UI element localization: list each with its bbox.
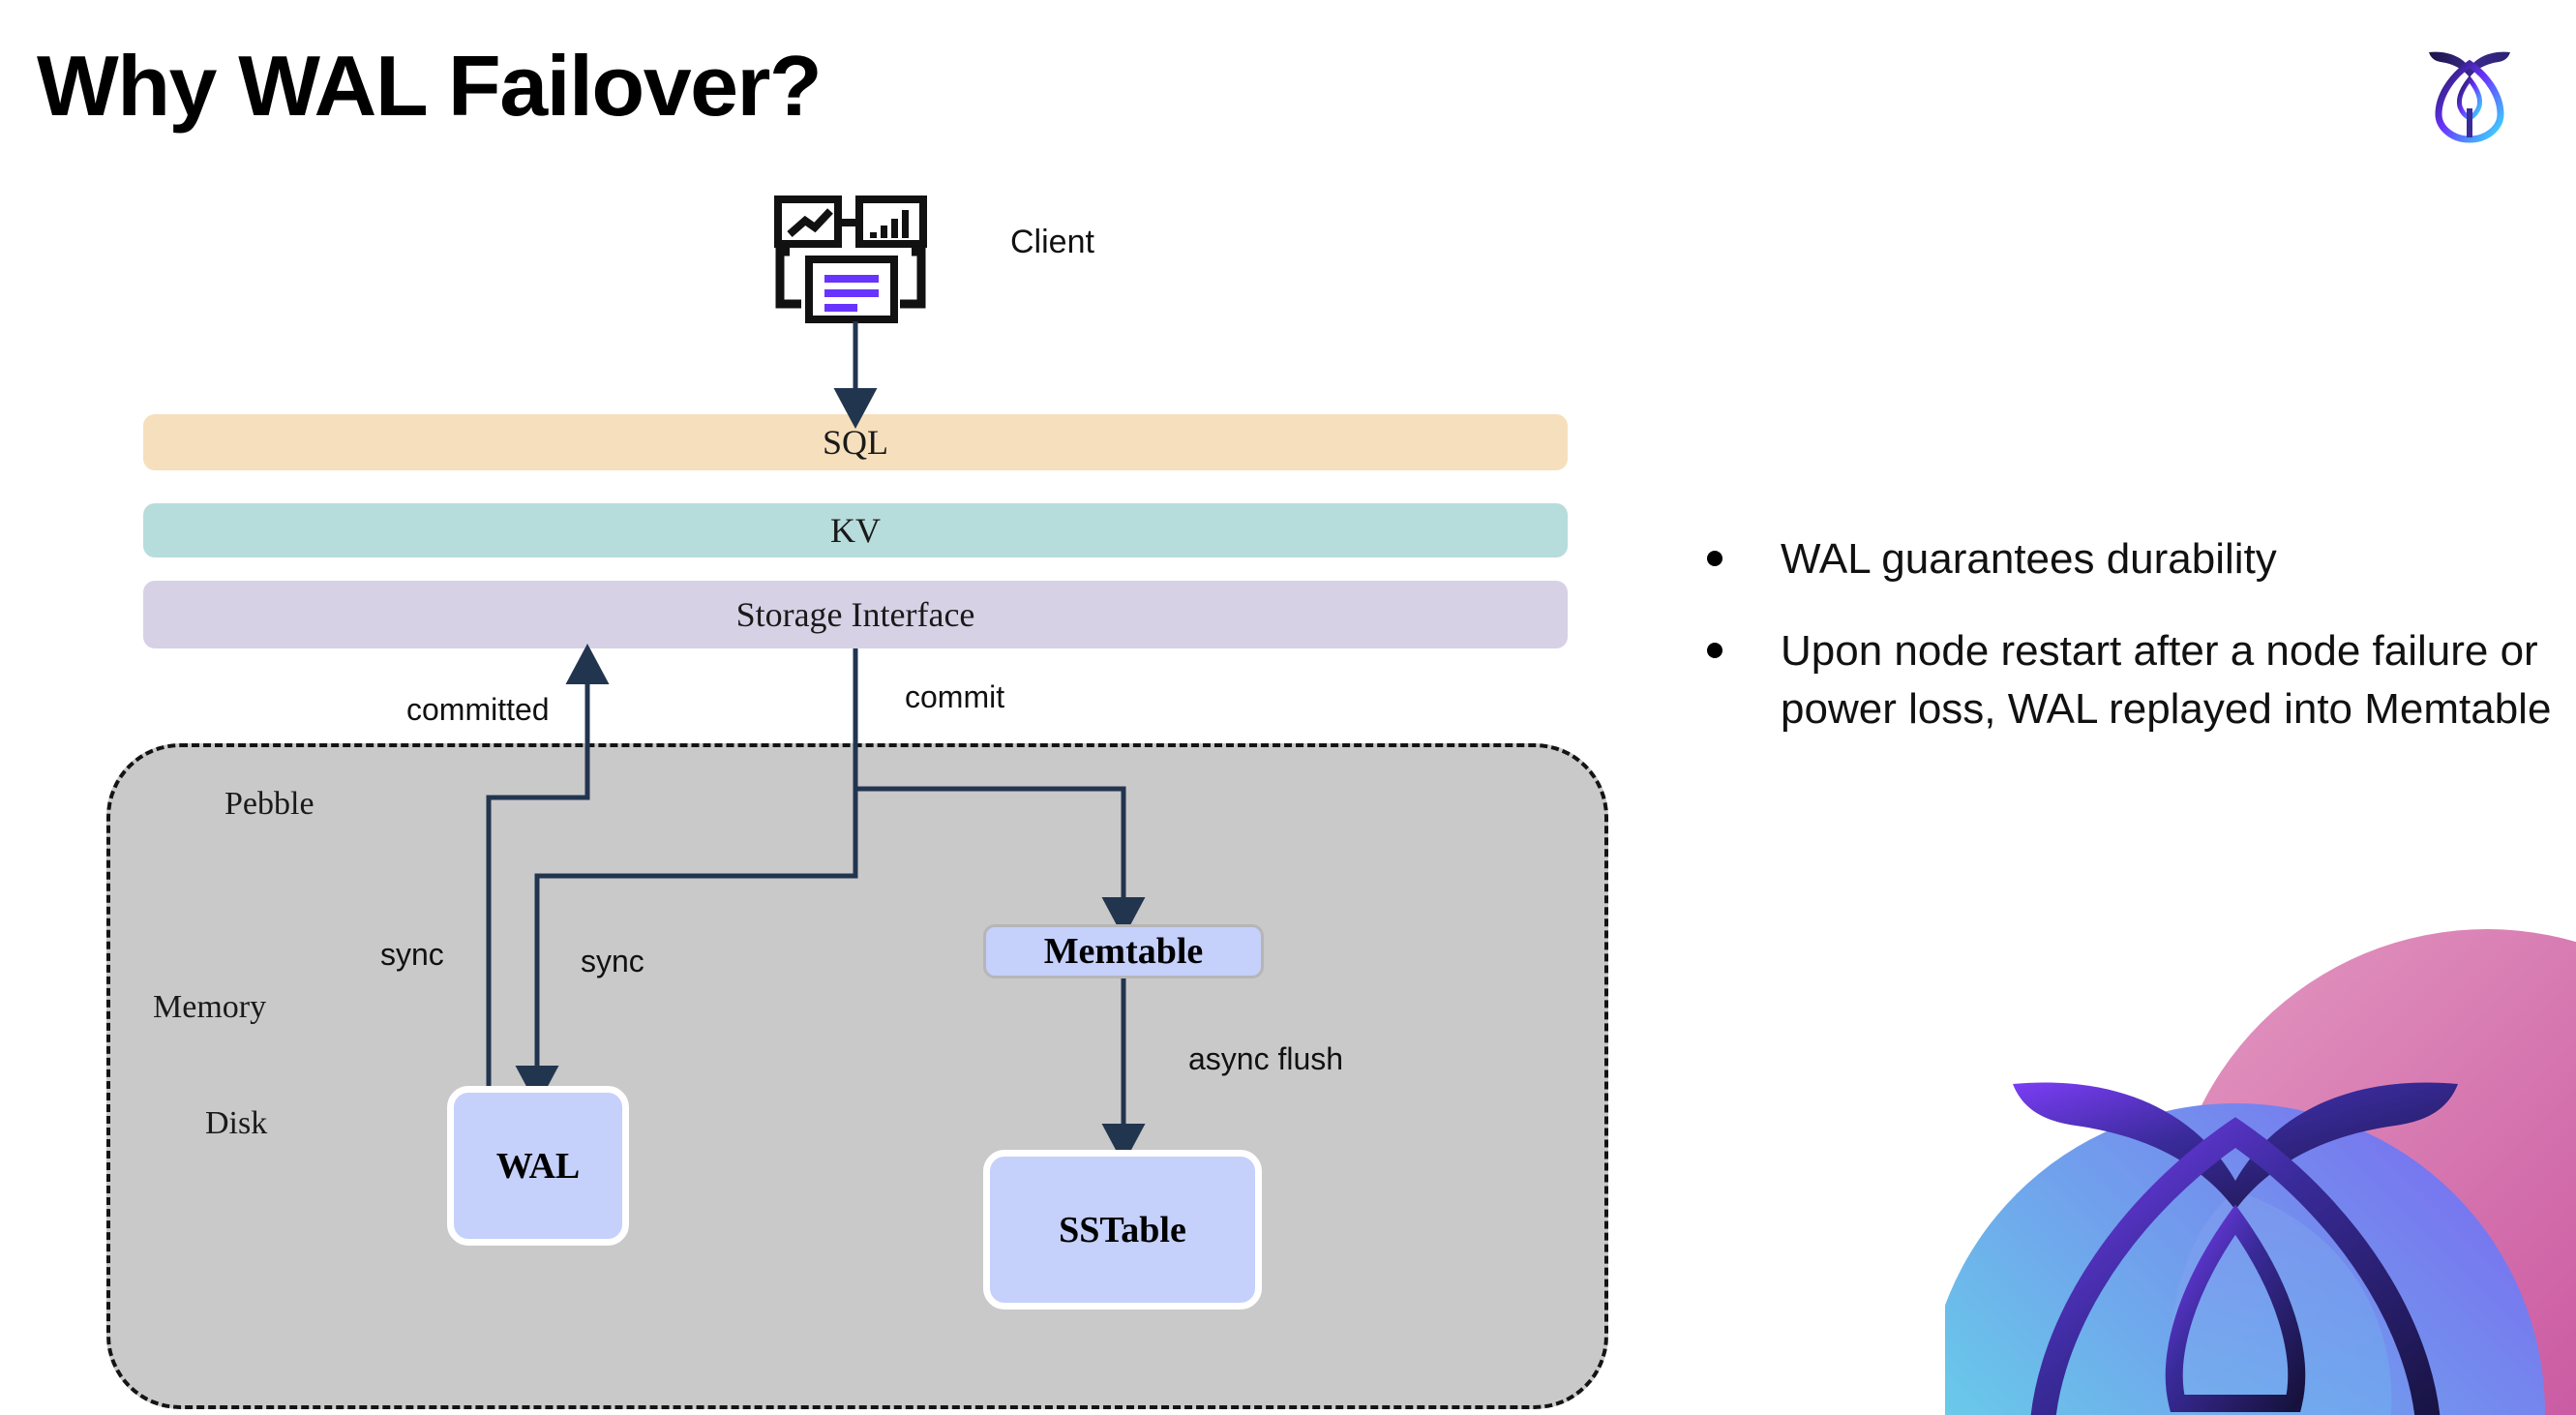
layer-bar-sql: SQL [143,414,1568,470]
list-item: Upon node restart after a node failure o… [1707,622,2559,739]
layer-bar-storage-interface: Storage Interface [143,581,1568,648]
edge-label-sync-2: sync [581,944,644,978]
bullet-dot-icon [1707,642,1722,658]
bullet-text: Upon node restart after a node failure o… [1781,626,2552,734]
node-label-sstable: SSTable [1059,1209,1186,1250]
layer-label-kv: KV [830,511,881,550]
client-dashboard-icon [774,196,927,323]
edge-label-committed: committed [406,692,550,727]
bullet-dot-icon [1707,551,1722,566]
layer-bar-kv: KV [143,503,1568,557]
node-sstable: SSTable [983,1150,1262,1310]
node-label-wal: WAL [495,1145,581,1187]
memory-label: Memory [153,989,267,1025]
pebble-label: Pebble [225,786,315,822]
edge-label-commit: commit [905,679,1005,714]
bullet-list: WAL guarantees durability Upon node rest… [1707,530,2559,772]
bullet-text: WAL guarantees durability [1781,535,2277,583]
cockroachdb-logo [2429,51,2510,143]
layer-label-sql: SQL [822,423,888,462]
node-memtable: Memtable [983,924,1264,978]
edge-label-async-flush: async flush [1188,1041,1344,1076]
layer-label-storage-interface: Storage Interface [735,595,975,634]
disk-label: Disk [205,1105,268,1141]
node-wal: WAL [447,1086,629,1246]
list-item: WAL guarantees durability [1707,530,2559,589]
edge-label-sync-1: sync [380,937,444,972]
node-label-memtable: Memtable [1043,931,1204,972]
cockroachdb-circles-artwork [1945,929,2576,1415]
client-label: Client [1010,224,1094,260]
page-title: Why WAL Failover? [37,38,823,134]
pebble-container [106,743,1608,1409]
